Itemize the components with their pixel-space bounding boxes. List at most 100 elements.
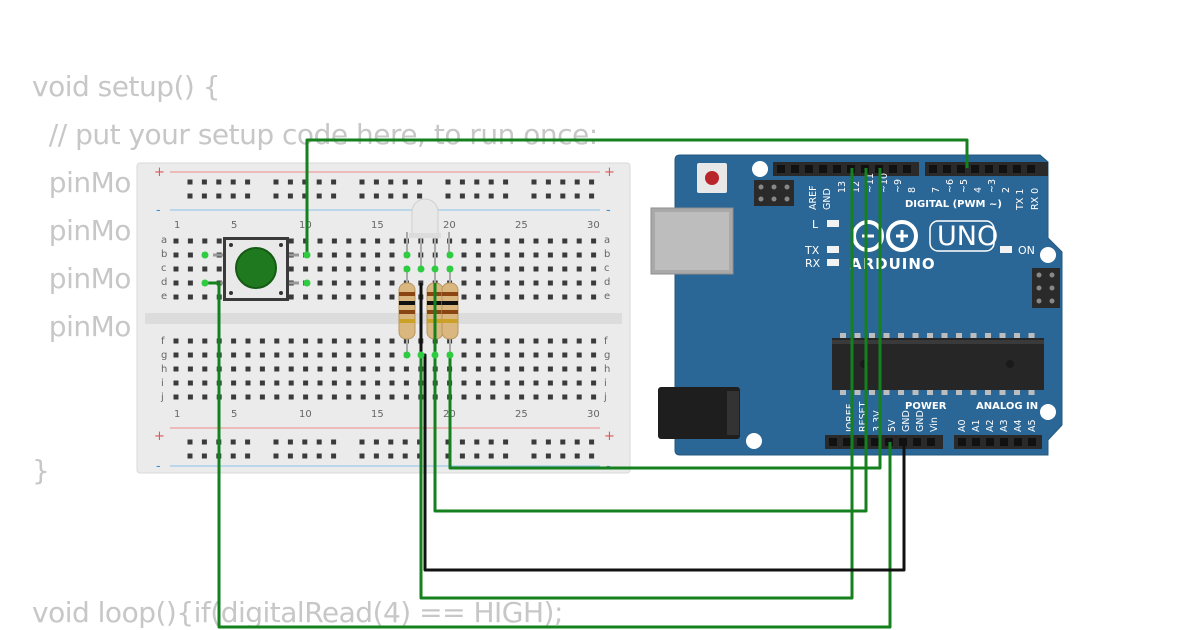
breadboard-hole[interactable]	[490, 294, 496, 300]
breadboard-hole[interactable]	[331, 252, 337, 258]
breadboard-hole[interactable]	[317, 294, 323, 300]
rail-hole[interactable]	[445, 439, 451, 445]
breadboard-hole[interactable]	[461, 366, 467, 372]
breadboard-hole[interactable]	[461, 252, 467, 258]
breadboard-hole[interactable]	[591, 294, 597, 300]
breadboard-hole[interactable]	[461, 280, 467, 286]
breadboard-hole[interactable]	[576, 394, 582, 400]
breadboard-hole[interactable]	[519, 252, 525, 258]
rail-hole[interactable]	[316, 453, 322, 459]
rail-hole[interactable]	[373, 453, 379, 459]
breadboard-hole[interactable]	[375, 366, 381, 372]
breadboard-hole[interactable]	[259, 366, 265, 372]
breadboard-hole[interactable]	[519, 238, 525, 244]
breadboard-hole[interactable]	[389, 352, 395, 358]
rail-hole[interactable]	[488, 193, 494, 199]
rail-hole[interactable]	[545, 193, 551, 199]
power-pin-socket[interactable]	[829, 438, 837, 446]
breadboard-hole[interactable]	[562, 394, 568, 400]
breadboard-hole[interactable]	[591, 238, 597, 244]
breadboard-hole[interactable]	[547, 252, 553, 258]
rail-hole[interactable]	[545, 179, 551, 185]
breadboard-hole[interactable]	[288, 394, 294, 400]
breadboard-hole[interactable]	[591, 366, 597, 372]
breadboard-hole[interactable]	[403, 366, 409, 372]
breadboard-hole[interactable]	[461, 294, 467, 300]
rail-hole[interactable]	[459, 439, 465, 445]
breadboard-hole[interactable]	[389, 266, 395, 272]
breadboard-hole[interactable]	[490, 338, 496, 344]
breadboard-hole[interactable]	[461, 338, 467, 344]
breadboard-hole[interactable]	[288, 238, 294, 244]
breadboard-hole[interactable]	[504, 380, 510, 386]
breadboard-hole[interactable]	[288, 352, 294, 358]
digital-pin-socket[interactable]	[1027, 165, 1035, 173]
breadboard-hole[interactable]	[274, 380, 280, 386]
breadboard-hole[interactable]	[389, 338, 395, 344]
rail-hole[interactable]	[531, 439, 537, 445]
breadboard-hole[interactable]	[562, 366, 568, 372]
breadboard-hole[interactable]	[547, 294, 553, 300]
breadboard-hole[interactable]	[245, 394, 251, 400]
rail-hole[interactable]	[589, 439, 595, 445]
breadboard[interactable]: + + - - + + - - 1 5 10 15 20 25 30 1 5 1…	[136, 162, 631, 474]
rail-hole[interactable]	[273, 439, 279, 445]
breadboard-hole[interactable]	[533, 352, 539, 358]
breadboard-hole[interactable]	[504, 352, 510, 358]
rail-hole[interactable]	[574, 453, 580, 459]
rail-hole[interactable]	[359, 439, 365, 445]
breadboard-hole[interactable]	[288, 380, 294, 386]
breadboard-hole[interactable]	[274, 394, 280, 400]
breadboard-hole[interactable]	[576, 252, 582, 258]
rail-hole[interactable]	[560, 179, 566, 185]
digital-pin-socket[interactable]	[999, 165, 1007, 173]
digital-pin-socket[interactable]	[805, 165, 813, 173]
breadboard-hole[interactable]	[562, 280, 568, 286]
wire-resistor-to-pin10[interactable]	[433, 168, 868, 513]
breadboard-hole[interactable]	[519, 394, 525, 400]
breadboard-hole[interactable]	[519, 380, 525, 386]
breadboard-hole[interactable]	[389, 252, 395, 258]
breadboard-hole[interactable]	[360, 252, 366, 258]
breadboard-hole[interactable]	[591, 338, 597, 344]
breadboard-hole[interactable]	[591, 280, 597, 286]
breadboard-hole[interactable]	[403, 394, 409, 400]
breadboard-hole[interactable]	[533, 252, 539, 258]
rail-hole[interactable]	[574, 193, 580, 199]
rail-hole[interactable]	[445, 179, 451, 185]
breadboard-hole[interactable]	[375, 238, 381, 244]
rail-hole[interactable]	[417, 193, 423, 199]
rail-hole[interactable]	[474, 179, 480, 185]
breadboard-hole[interactable]	[216, 266, 222, 272]
digital-pin-socket[interactable]	[833, 165, 841, 173]
power-pin-socket[interactable]	[843, 438, 851, 446]
breadboard-hole[interactable]	[187, 338, 193, 344]
rail-hole[interactable]	[560, 453, 566, 459]
breadboard-hole[interactable]	[562, 294, 568, 300]
breadboard-hole[interactable]	[259, 338, 265, 344]
breadboard-hole[interactable]	[173, 280, 179, 286]
breadboard-hole[interactable]	[360, 338, 366, 344]
breadboard-hole[interactable]	[562, 338, 568, 344]
breadboard-hole[interactable]	[504, 238, 510, 244]
breadboard-hole[interactable]	[576, 380, 582, 386]
breadboard-hole[interactable]	[187, 266, 193, 272]
digital-pin-socket[interactable]	[777, 165, 785, 173]
rail-hole[interactable]	[302, 193, 308, 199]
breadboard-hole[interactable]	[346, 380, 352, 386]
analog-pin-socket[interactable]	[958, 438, 966, 446]
power-pin-socket[interactable]	[857, 438, 865, 446]
breadboard-hole[interactable]	[490, 252, 496, 258]
breadboard-hole[interactable]	[576, 366, 582, 372]
pushbutton-cap[interactable]	[235, 247, 277, 289]
digital-pin-socket[interactable]	[971, 165, 979, 173]
rail-hole[interactable]	[287, 193, 293, 199]
rail-hole[interactable]	[230, 179, 236, 185]
rail-hole[interactable]	[402, 453, 408, 459]
breadboard-hole[interactable]	[475, 238, 481, 244]
breadboard-hole[interactable]	[202, 266, 208, 272]
analog-pin-socket[interactable]	[1014, 438, 1022, 446]
rail-hole[interactable]	[388, 439, 394, 445]
breadboard-hole[interactable]	[562, 266, 568, 272]
breadboard-hole[interactable]	[547, 352, 553, 358]
